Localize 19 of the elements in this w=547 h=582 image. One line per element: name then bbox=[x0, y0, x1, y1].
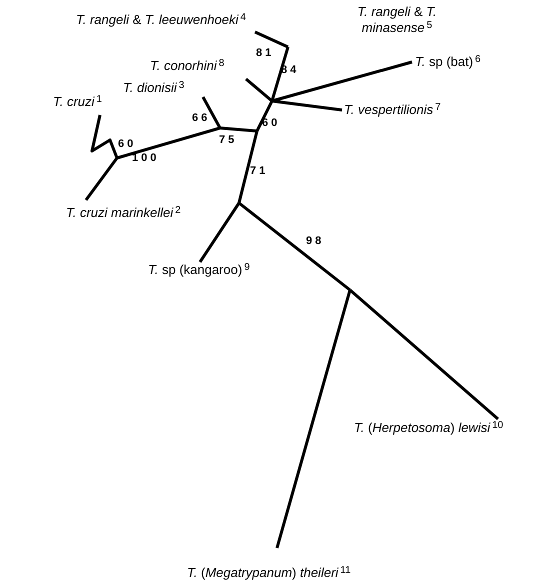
taxon-label: T. rangeli & T. leeuwenhoeki$^{4}$ bbox=[76, 12, 246, 28]
bootstrap-value: 98 bbox=[306, 234, 324, 249]
taxon-label: T. sp (kangaroo)$^{9}$ bbox=[148, 262, 250, 278]
bootstrap-value: 60 bbox=[262, 116, 280, 131]
taxon-label: T. rangeli & T. minasense$^{5}$ bbox=[356, 4, 438, 36]
bootstrap-value: 100 bbox=[132, 151, 160, 166]
taxon-label: T. conorhini$^{8}$ bbox=[150, 58, 224, 74]
taxon-label: T. sp (bat)$^{6}$ bbox=[415, 54, 481, 70]
taxon-label: T. dionisii$^{3}$ bbox=[123, 80, 184, 96]
taxon-label: T. cruzi marinkellei$^{2}$ bbox=[66, 205, 181, 221]
bootstrap-value: 81 bbox=[256, 46, 274, 61]
bootstrap-value: 60 bbox=[118, 137, 136, 152]
taxon-label: T. (Megatrypanum) theileri$^{11}$ bbox=[187, 565, 351, 581]
bootstrap-value: 66 bbox=[192, 111, 210, 126]
bootstrap-value: 75 bbox=[219, 133, 238, 148]
bootstrap-value: 71 bbox=[250, 164, 268, 179]
taxon-label: T. (Herpetosoma) lewisi$^{10}$ bbox=[354, 420, 504, 436]
taxon-label: T. cruzi$^{1}$ bbox=[53, 94, 102, 110]
taxon-label: T. vespertilionis$^{7}$ bbox=[344, 102, 441, 118]
